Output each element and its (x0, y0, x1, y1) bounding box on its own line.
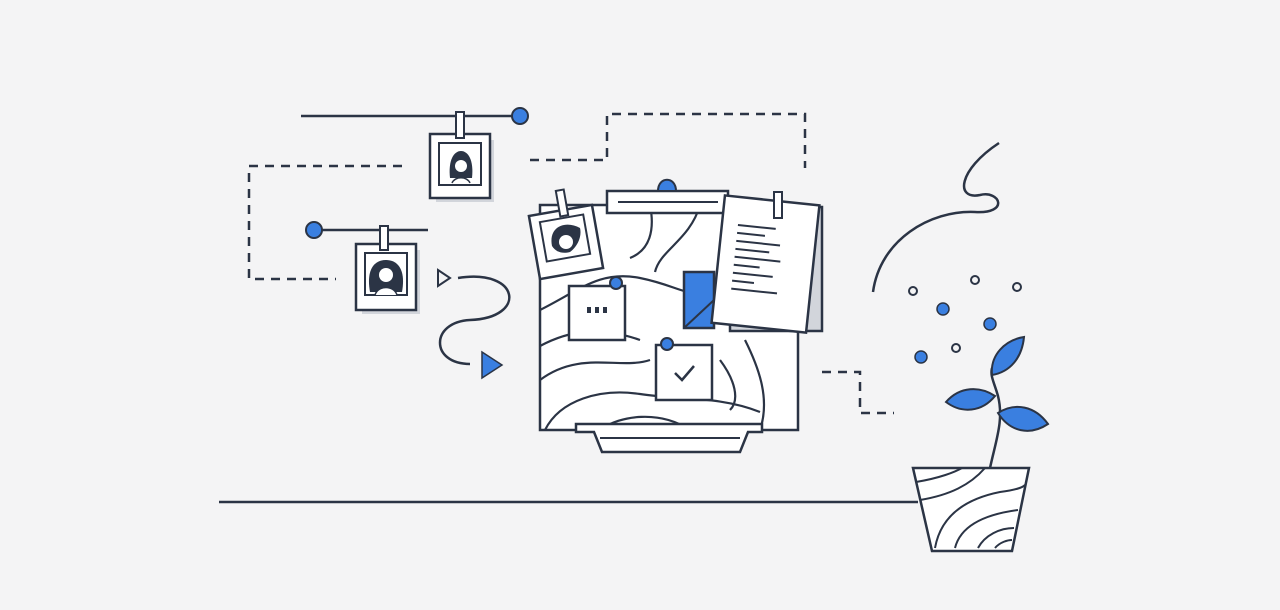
checkmark-icon (654, 337, 714, 402)
pin-icon (511, 107, 529, 125)
dashed-connector-left (247, 164, 402, 281)
pin-icon (656, 178, 678, 192)
woman-portrait-photo (428, 111, 494, 202)
pin-icon (305, 221, 323, 239)
top-string (301, 107, 529, 125)
arrow-icon (437, 268, 511, 380)
dashed-connector-right (822, 370, 894, 415)
dashed-connector-top (530, 112, 807, 168)
middle-string (305, 221, 428, 239)
blue-card (682, 270, 716, 330)
dots-icon (567, 276, 627, 342)
woman-portrait-photo (354, 225, 420, 314)
plant-icon (871, 141, 1050, 553)
document-icon (710, 191, 824, 335)
man-portrait-photo (527, 188, 605, 281)
